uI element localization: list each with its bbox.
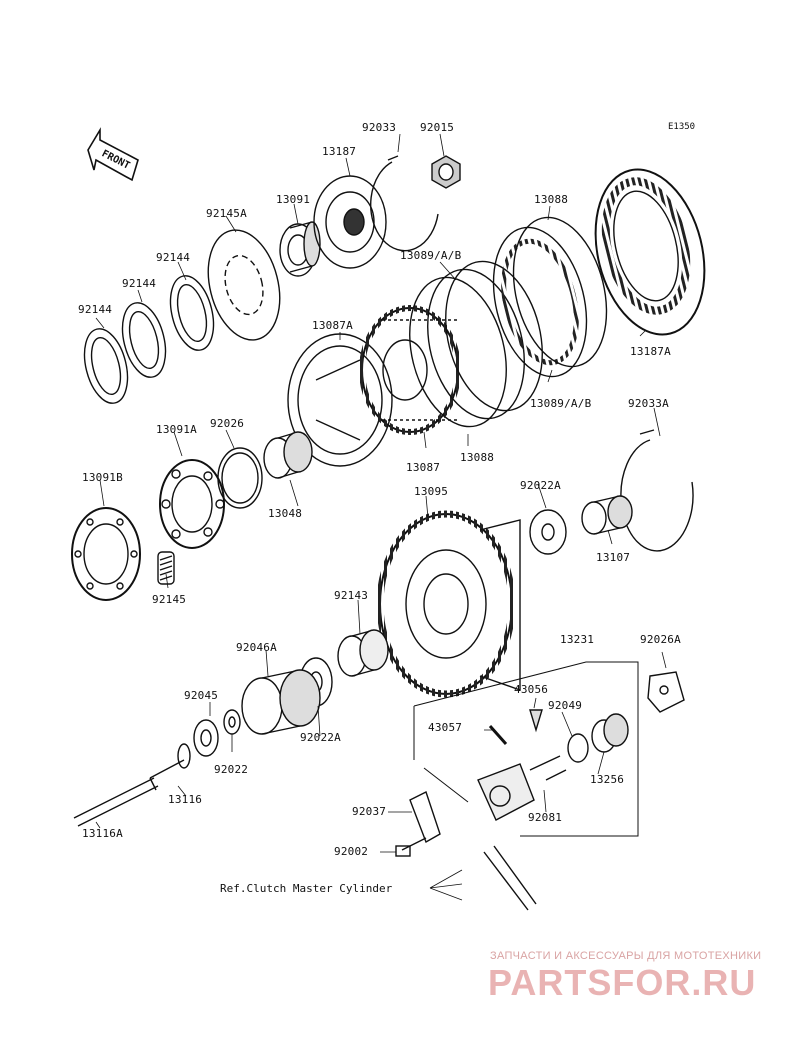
collar-13107 <box>581 495 633 535</box>
washer-92144-c <box>169 275 215 351</box>
friction-plates-13089 <box>409 260 543 428</box>
watermark-logo: PARTSFOR.RU <box>488 962 757 1003</box>
label-13048: 13048 <box>268 507 303 520</box>
spring-92145 <box>157 551 175 585</box>
label-92033: 92033 <box>362 121 397 134</box>
label-92081: 92081 <box>528 811 563 824</box>
callout-box-13231 <box>413 661 639 837</box>
washer-92022A-top <box>529 509 567 555</box>
watermark-tagline: ЗАПЧАСТИ И АКСЕССУАРЫ ДЛЯ МОТОТЕХНИКИ <box>490 950 762 962</box>
label-13107: 13107 <box>596 551 631 564</box>
label-92049: 92049 <box>548 699 583 712</box>
label-92143: 92143 <box>334 589 369 602</box>
bearing-92045 <box>193 719 219 757</box>
reference-note: Ref.Clutch Master Cylinder <box>220 882 393 895</box>
rod-13116A <box>73 777 159 827</box>
label-13091: 13091 <box>276 193 311 206</box>
front-arrow-icon: FRONT <box>87 127 139 182</box>
pin-43057 <box>488 725 508 745</box>
label-92145A: 92145A <box>206 207 247 220</box>
label-92145: 92145 <box>152 593 187 606</box>
bleeder-43056 <box>529 709 543 733</box>
circlip-92033 <box>370 155 439 252</box>
label-13256: 13256 <box>590 773 625 786</box>
label-92015: 92015 <box>420 121 455 134</box>
label-13087A: 13087A <box>312 319 353 332</box>
label-13088-top: 13088 <box>534 193 569 206</box>
spring-plate-92145A <box>207 229 281 341</box>
nut-92015 <box>431 155 461 189</box>
label-92022A-top: 92022A <box>520 479 561 492</box>
plate-13091A <box>159 459 225 549</box>
label-92033A: 92033A <box>628 397 669 410</box>
gasket-92026A <box>647 671 685 713</box>
label-13187: 13187 <box>322 145 357 158</box>
washer-92144-b <box>121 302 167 378</box>
piston-13256 <box>591 713 629 753</box>
label-13116A: 13116A <box>82 827 123 840</box>
label-92026: 92026 <box>210 417 245 430</box>
label-92046A: 92046A <box>236 641 277 654</box>
diagram-code: E1350 <box>668 122 696 132</box>
plate-13187 <box>313 175 387 269</box>
steel-plates-13088 <box>492 216 608 378</box>
pushrod-13116 <box>149 743 191 791</box>
label-13091B: 13091B <box>82 471 123 484</box>
label-92002: 92002 <box>334 845 369 858</box>
clutch-housing-13095 <box>376 510 521 698</box>
needle-bearing-92046A <box>241 669 321 735</box>
label-13187A: 13187A <box>630 345 671 358</box>
label-92022A-bottom: 92022A <box>300 731 341 744</box>
label-13089-bottom: 13089/A/B <box>530 397 592 410</box>
label-92144-a: 92144 <box>78 303 113 316</box>
label-92144-c: 92144 <box>156 251 191 264</box>
label-13095: 13095 <box>414 485 449 498</box>
label-13089-top: 13089/A/B <box>400 249 462 262</box>
label-13087: 13087 <box>406 461 441 474</box>
label-92045: 92045 <box>184 689 219 702</box>
seal-92049 <box>567 733 589 763</box>
plate-13091B <box>71 507 141 601</box>
label-92022: 92022 <box>214 763 249 776</box>
circlip-92033A <box>620 429 694 552</box>
label-43057: 43057 <box>428 721 463 734</box>
ring-92026 <box>217 447 263 509</box>
label-13231: 13231 <box>560 633 595 646</box>
label-13116: 13116 <box>168 793 203 806</box>
label-13088-bottom: 13088 <box>460 451 495 464</box>
washer-92022 <box>223 709 241 735</box>
sleeve-13048 <box>263 431 313 479</box>
friction-plate-13187A <box>594 168 706 336</box>
label-92037: 92037 <box>352 805 387 818</box>
label-43056: 43056 <box>514 683 549 696</box>
release-assembly-13231 <box>395 755 567 911</box>
label-92026A: 92026A <box>640 633 681 646</box>
washer-92144-a <box>83 328 129 404</box>
label-13091A: 13091A <box>156 423 197 436</box>
label-92144-b: 92144 <box>122 277 157 290</box>
sleeve-92143 <box>337 629 389 677</box>
